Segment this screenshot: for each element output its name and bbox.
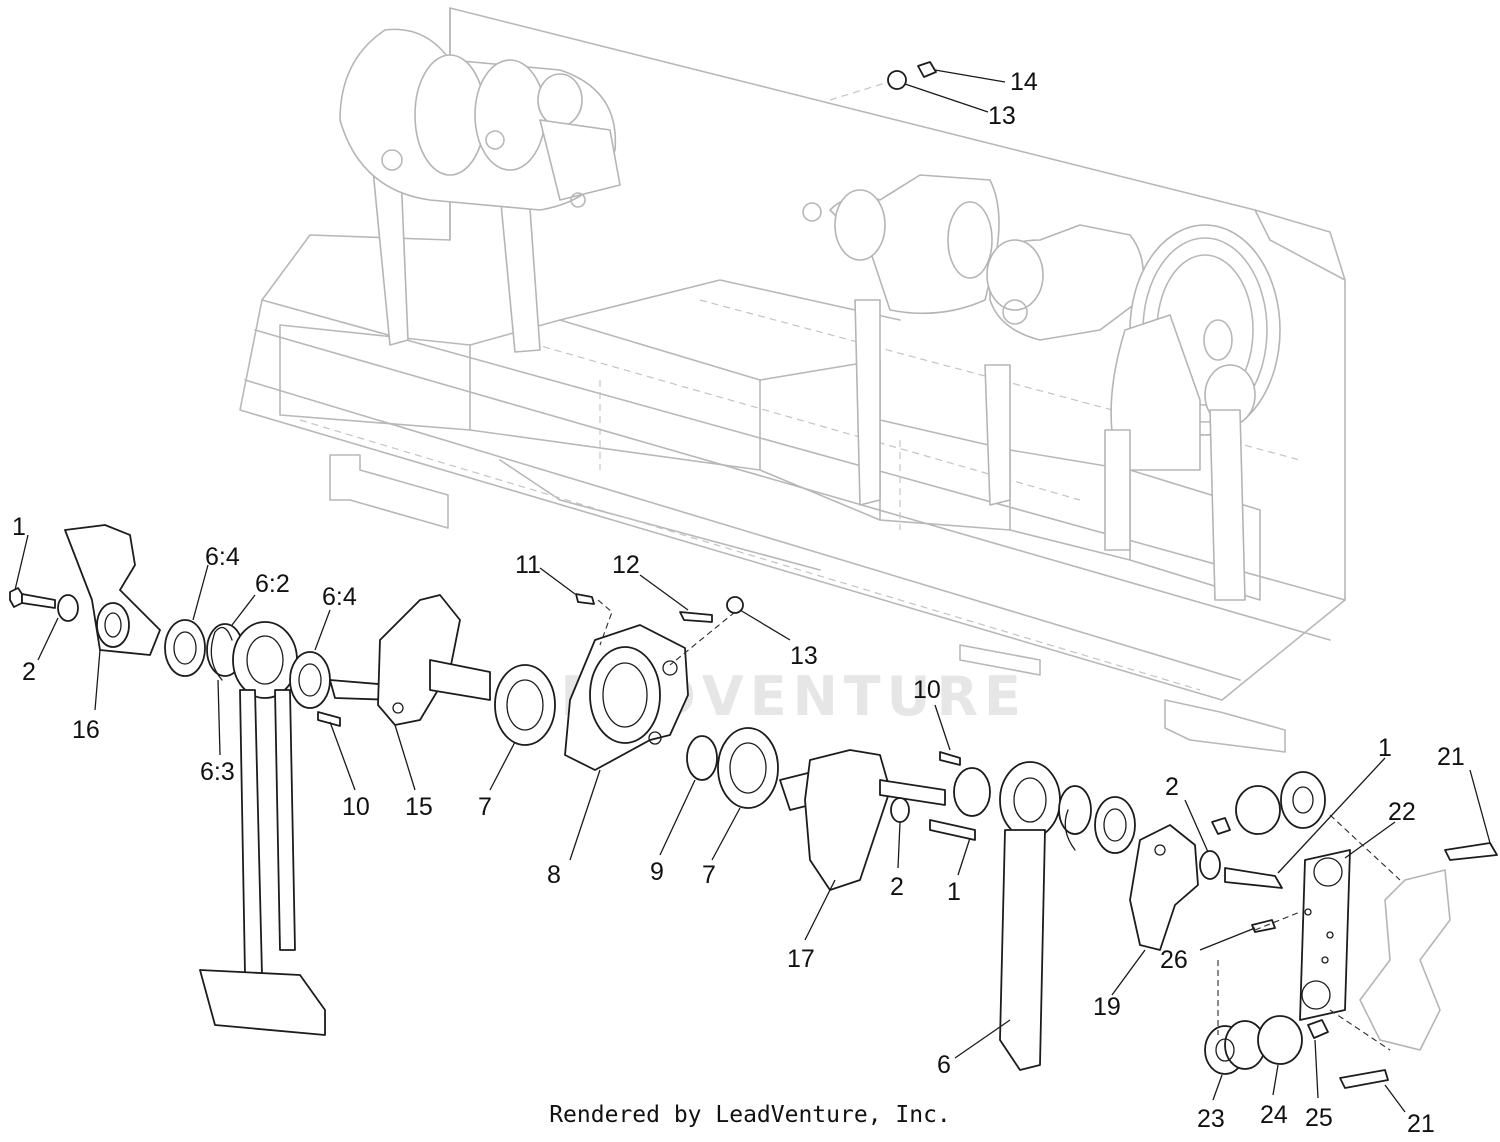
callout-10-right: 10 [913,676,941,704]
part-pulley-23 [1204,1020,1266,1075]
part-crank-17 [779,749,946,891]
part-arm-6-right [999,761,1061,1071]
callout-6: 6 [937,1051,951,1079]
part-washer-2-right [1199,850,1221,880]
callout-labels: 1 2 16 6:4 6:2 6:3 6:4 10 15 11 12 13 7 … [12,68,1465,1138]
part-bolt-12 [679,611,713,623]
callout-13-top: 13 [988,102,1016,130]
part-bolt-21-bottom [1339,1069,1389,1089]
part-washer-24 [1257,1015,1303,1065]
callout-22: 22 [1388,798,1416,826]
callout-1-left: 1 [12,513,26,541]
part-bolt-21-top [1444,842,1498,861]
callout-1-middle: 1 [947,878,961,906]
foreground-parts [9,61,1498,1089]
part-bracket-16 [64,524,161,656]
callout-25: 25 [1305,1104,1333,1132]
part-nut-25 [1307,1019,1329,1039]
part-housing-8 [564,624,689,771]
part-snapring-6-3 [210,626,233,681]
callout-26: 26 [1160,946,1188,974]
part-washer-13-top [887,70,907,90]
callout-2-middle: 2 [890,873,904,901]
part-nut-top [1211,817,1231,835]
part-washer-2-left [57,594,79,622]
callout-8: 8 [547,861,561,889]
part-bolt-1-left [9,587,56,609]
part-arm-6-left [199,621,326,1036]
rendered-by-credit: Rendered by LeadVenture, Inc. [549,1102,951,1128]
callout-1-right: 1 [1378,734,1392,762]
callout-14: 14 [1010,68,1038,96]
callout-6-4-right: 6:4 [322,583,357,611]
part-crank-15 [329,594,491,726]
part-bearing-6-4-right [289,651,331,709]
callout-17: 17 [787,945,815,973]
part-plate-22 [1299,849,1351,1021]
part-washer-2-middle [890,797,910,823]
callout-16: 16 [72,716,100,744]
callout-2-right: 2 [1165,773,1179,801]
part-bearing-7-left [494,664,556,746]
callout-7-right: 7 [702,861,716,889]
part-bearing-7-right [717,727,779,809]
part-key-10-left [317,711,341,727]
part-snapring-right [1064,809,1076,851]
callout-21-top: 21 [1437,743,1465,771]
callout-19: 19 [1093,993,1121,1021]
part-washer-13 [726,596,744,614]
callout-21-bottom: 21 [1407,1110,1435,1138]
part-nut-14 [917,61,937,78]
background-frame-assembly [239,7,1346,753]
callout-6-4-left: 6:4 [205,543,240,571]
part-setscrew-11 [575,593,595,605]
leader-lines [14,69,1491,1113]
part-bearing-6-4-left [164,619,206,677]
callout-7-left: 7 [478,793,492,821]
callout-12: 12 [612,551,640,579]
callout-6-2: 6:2 [255,570,290,598]
part-key-10-right [939,751,961,766]
callout-23: 23 [1197,1105,1225,1133]
callout-6-3: 6:3 [200,758,235,786]
part-ring-right [1058,785,1092,835]
callout-10-left: 10 [342,793,370,821]
callout-2-left: 2 [22,658,36,686]
callout-13-middle: 13 [790,642,818,670]
part-pulley-top [1235,771,1326,835]
part-bearing-arm-6 [953,767,991,817]
ghost-bracket-right [1359,869,1451,1051]
part-bolt-1-middle [929,819,976,841]
part-bolt-1-right [1224,867,1283,889]
callout-9: 9 [650,858,664,886]
part-bracket-19 [1129,824,1199,951]
part-spacer-9 [686,735,718,781]
callout-11: 11 [515,551,541,579]
callout-15: 15 [405,793,433,821]
part-bearing-right-b [1094,796,1136,854]
callout-24: 24 [1260,1101,1288,1129]
